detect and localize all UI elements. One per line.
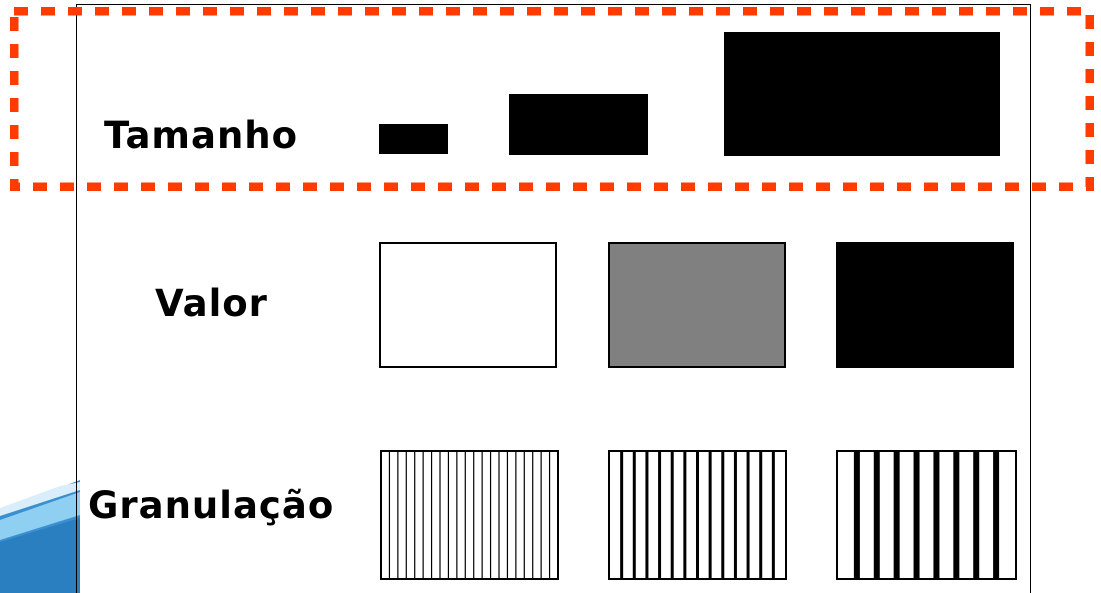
row-label-value: Valor — [155, 282, 268, 325]
value-dark-swatch — [836, 242, 1014, 368]
row-label-grain: Granulação — [88, 484, 334, 527]
value-light-swatch — [379, 242, 557, 368]
grain-frame — [381, 451, 558, 579]
grain-medium-swatch — [608, 450, 787, 580]
grain-coarse-swatch — [836, 450, 1017, 580]
grain-fine-swatch — [380, 450, 559, 580]
slide-corner-decoration — [0, 480, 80, 593]
size-large-block — [724, 32, 1000, 156]
size-small-block — [379, 124, 448, 154]
row-label-size: Tamanho — [104, 114, 298, 157]
grain-frame — [837, 451, 1016, 579]
size-medium-block — [509, 94, 648, 155]
value-medium-swatch — [608, 242, 786, 368]
